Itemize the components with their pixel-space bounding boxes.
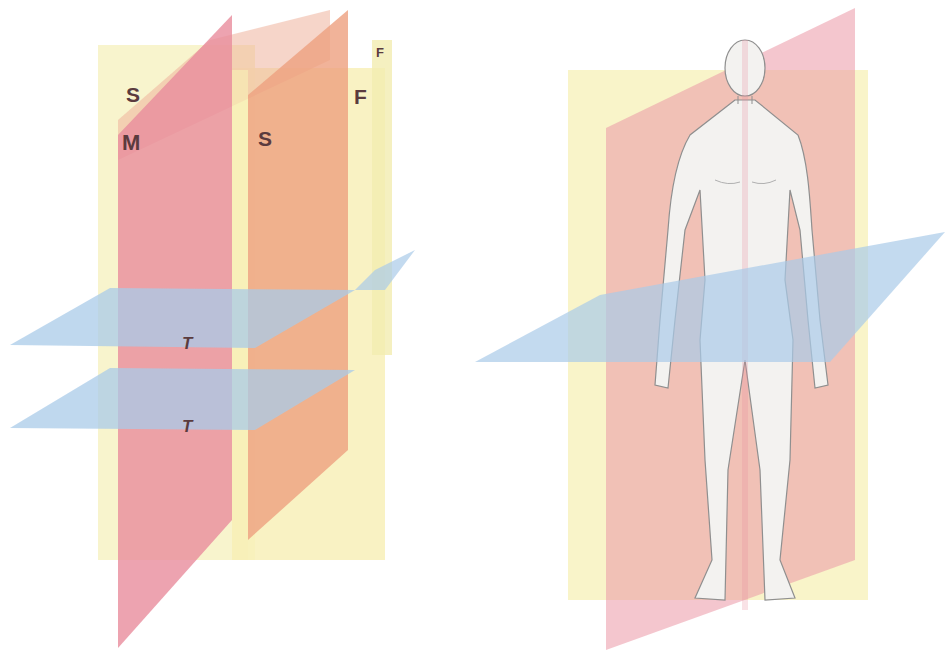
plane-letter: S xyxy=(258,128,272,149)
transverse-plane xyxy=(475,232,945,362)
transverse-plane xyxy=(355,250,415,290)
plane-letter: F xyxy=(376,46,384,59)
plane-letter: F xyxy=(354,86,367,107)
plane-letter: S xyxy=(126,84,140,105)
frontal-plane xyxy=(372,40,392,355)
sagittal-plane xyxy=(248,10,348,540)
transverse-plane-letter: T xyxy=(182,335,192,352)
transverse-plane-letter: T xyxy=(182,418,192,435)
plane-letter: M xyxy=(122,132,140,154)
